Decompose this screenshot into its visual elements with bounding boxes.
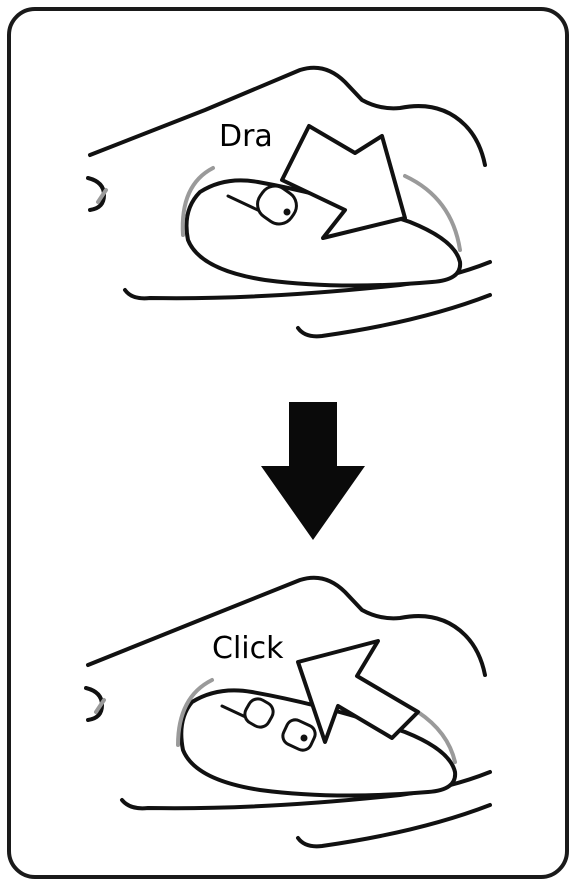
top-hand-illustration bbox=[88, 68, 490, 337]
step-label-drag: Dra bbox=[219, 122, 273, 152]
step-label-click: Click bbox=[212, 634, 283, 664]
down-arrow-icon bbox=[261, 402, 365, 540]
bottom-hand-illustration bbox=[86, 578, 490, 847]
